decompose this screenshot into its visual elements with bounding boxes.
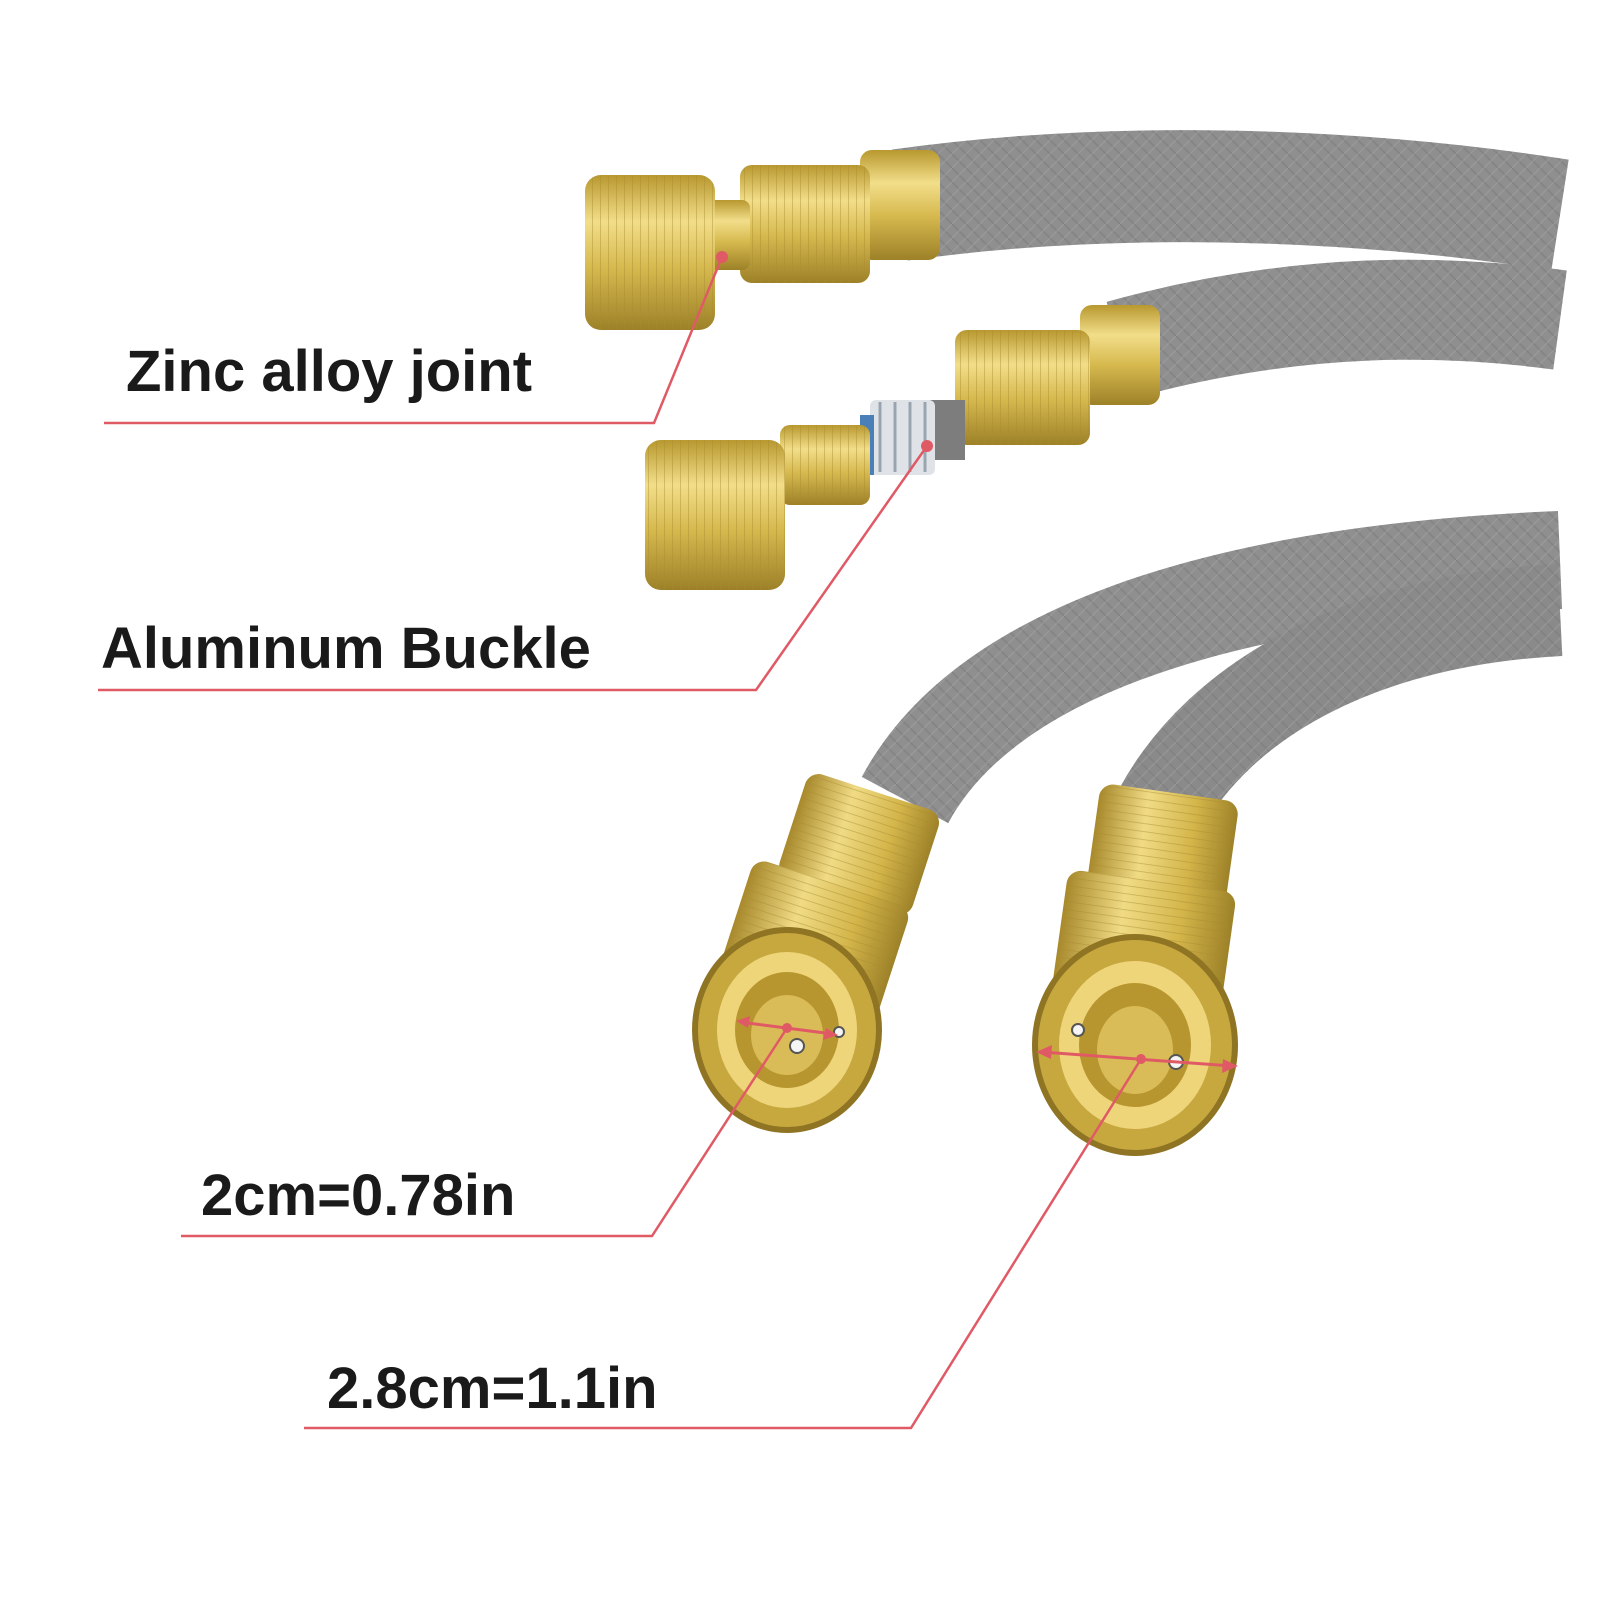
leader-aluminum-buckle bbox=[98, 445, 929, 692]
leader-zinc-joint bbox=[104, 256, 724, 425]
leader-lines bbox=[98, 256, 1143, 1430]
right-bottom-opening bbox=[1032, 934, 1238, 1156]
leader-inner-diameter bbox=[181, 1027, 789, 1238]
aluminum-buckle-part bbox=[860, 400, 935, 475]
label-inner-diameter: 2cm=0.78in bbox=[201, 1163, 516, 1228]
bottom-hoses bbox=[861, 511, 1563, 833]
top-hose bbox=[892, 130, 1569, 271]
second-connector bbox=[645, 305, 1160, 590]
label-zinc-alloy-joint: Zinc alloy joint bbox=[126, 339, 533, 404]
leader-outer-diameter bbox=[304, 1058, 1143, 1430]
label-outer-diameter: 2.8cm=1.1in bbox=[327, 1356, 658, 1421]
second-hose bbox=[1106, 259, 1567, 399]
label-aluminum-buckle: Aluminum Buckle bbox=[101, 616, 591, 681]
top-connector bbox=[585, 150, 940, 330]
